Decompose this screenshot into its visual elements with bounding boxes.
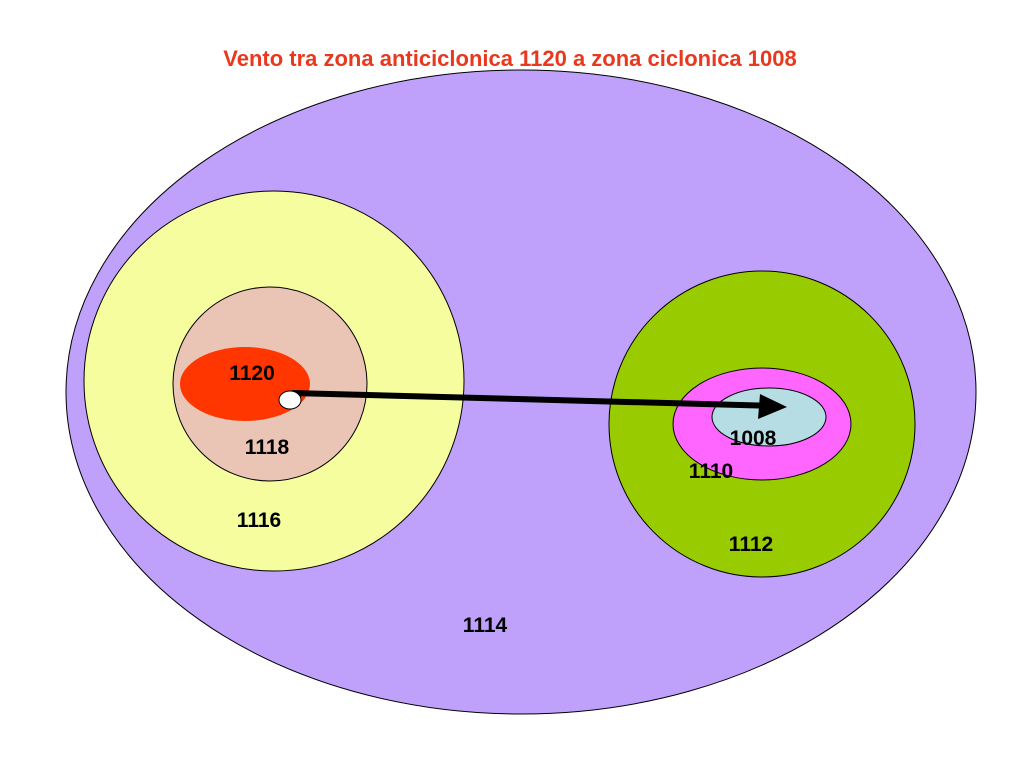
anticyclone-core-zone [180, 347, 310, 421]
label-1116: 1116 [237, 509, 281, 532]
label-1118: 1118 [245, 436, 290, 459]
label-1120: 1120 [229, 362, 275, 385]
wind-origin-marker [278, 390, 302, 410]
wind-arrow [291, 390, 782, 411]
label-1112: 1112 [729, 533, 773, 556]
label-1110: 1110 [689, 460, 733, 483]
label-1114: 1114 [463, 614, 508, 637]
label-1008: 1008 [730, 427, 777, 450]
wind-arrow-head [758, 394, 787, 419]
diagram-title: Vento tra zona anticiclonica 1120 a zona… [223, 46, 796, 71]
